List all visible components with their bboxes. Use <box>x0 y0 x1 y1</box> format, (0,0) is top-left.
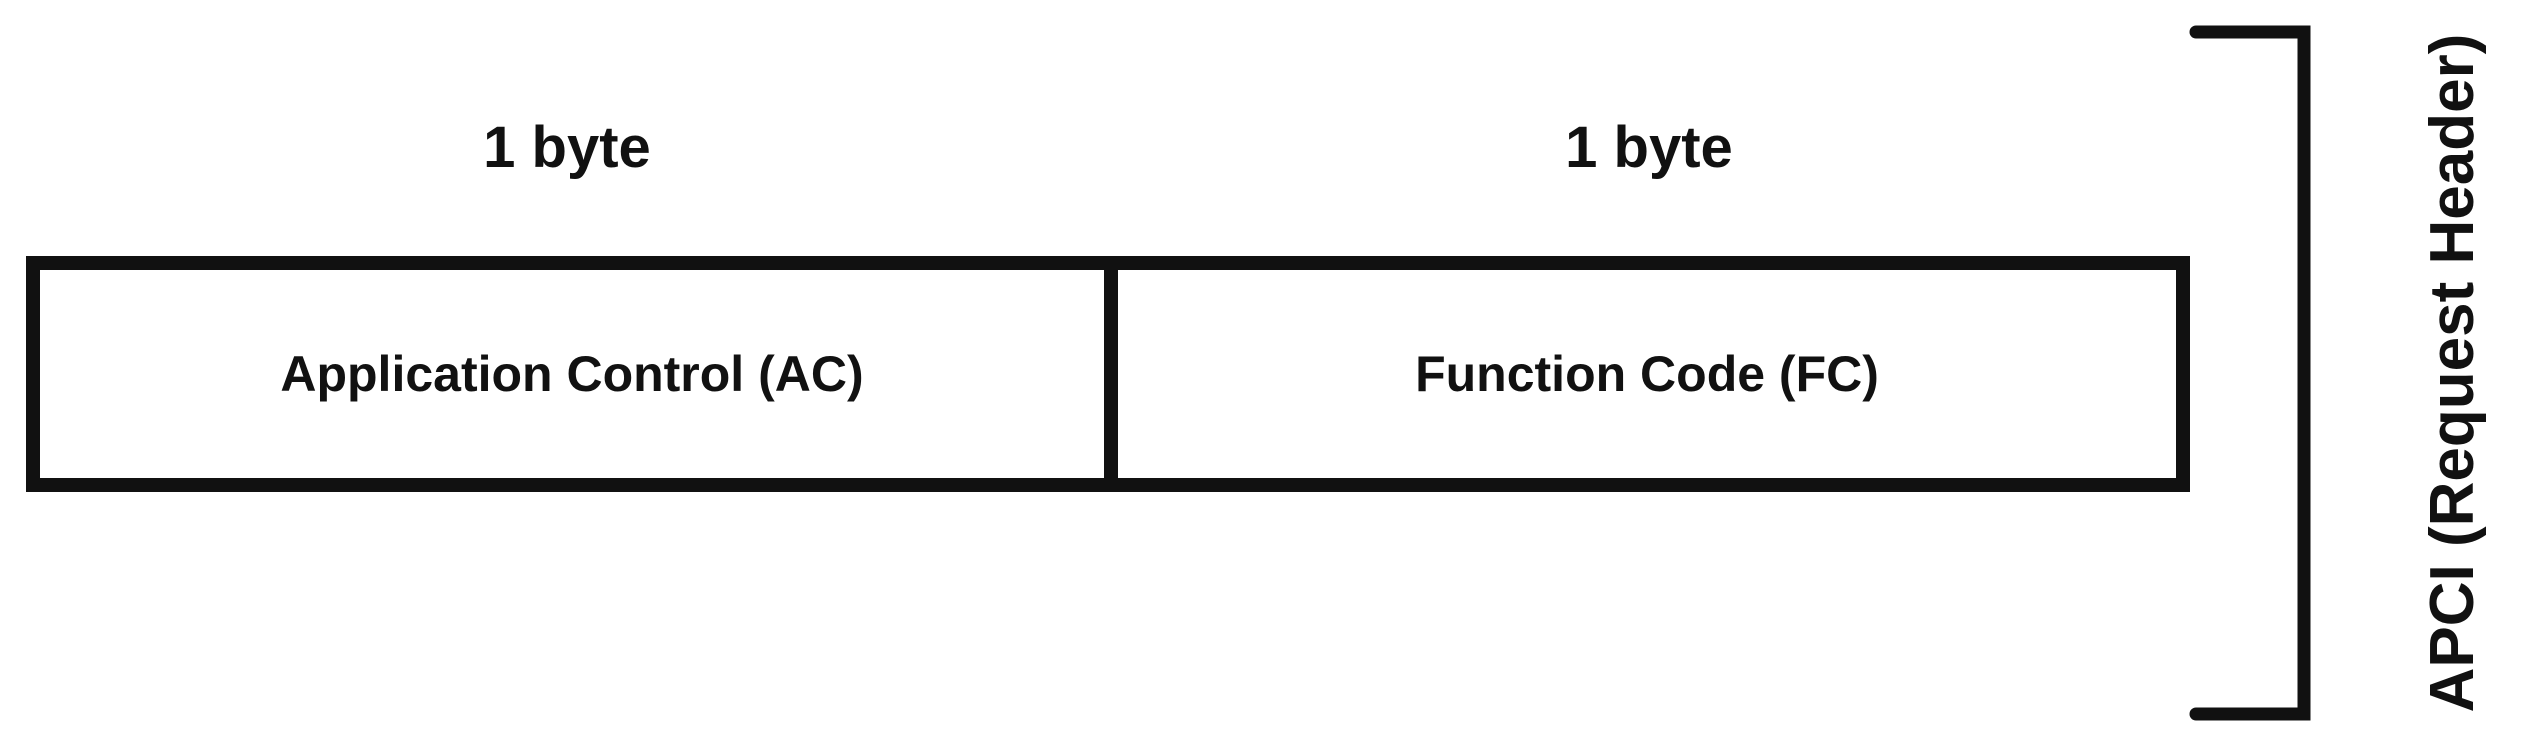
field-label-application-control: Application Control (AC) <box>280 346 864 402</box>
field-label-function-code: Function Code (FC) <box>1415 346 1879 402</box>
side-label-container: APCI (Request Header) <box>2368 25 2538 721</box>
bracket-line <box>2189 25 2311 721</box>
field-box-application-control: Application Control (AC) <box>26 256 1118 492</box>
size-label-application-control: 1 byte <box>483 115 651 180</box>
field-box-function-code: Function Code (FC) <box>1104 256 2190 492</box>
apci-request-header-label: APCI (Request Header) <box>2418 33 2487 713</box>
size-label-function-code: 1 byte <box>1565 115 1733 180</box>
